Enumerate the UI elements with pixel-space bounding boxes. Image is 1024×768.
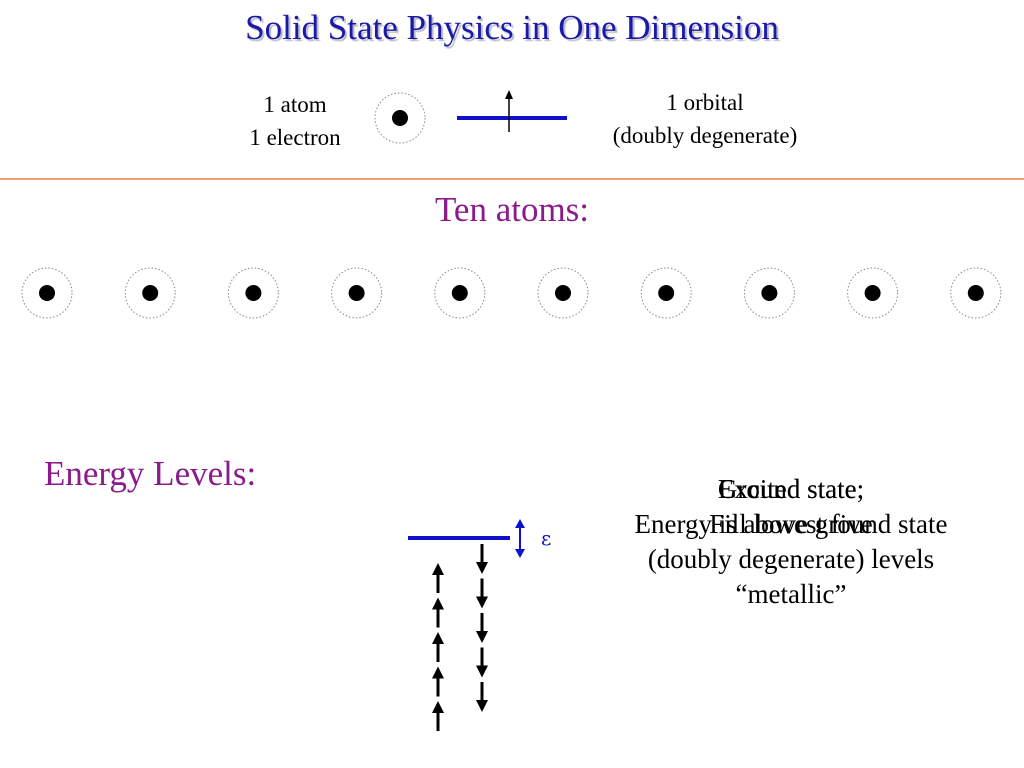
spin-down-arrow-1 <box>476 544 488 574</box>
epsilon-arrowhead-up <box>515 519 525 528</box>
epsilon-label: ε <box>541 526 551 550</box>
atom-nucleus-dot <box>967 285 984 301</box>
spin-up-arrows <box>432 563 444 731</box>
atom-7 <box>640 267 692 319</box>
atom-10 <box>950 267 1002 319</box>
state-line4-row: “metallic” <box>586 577 996 612</box>
atom-3 <box>227 267 279 319</box>
state-line4: “metallic” <box>735 579 847 609</box>
single-orbital <box>457 90 567 132</box>
spin-up-arrow-3 <box>432 632 444 662</box>
single-atom <box>374 92 426 144</box>
atom-orbit-outline <box>227 267 279 319</box>
ten-atom-row <box>21 267 1002 319</box>
atom-orbit-outline <box>21 267 73 319</box>
single-atom-label-line2: 1 electron <box>249 125 341 150</box>
atom-nucleus-dot <box>348 285 365 301</box>
spin-down-arrow-2 <box>476 578 488 609</box>
spin-down-arrows <box>476 544 488 712</box>
atom-nucleus-dot <box>39 285 55 301</box>
atom-nucleus-dot <box>245 285 262 301</box>
atom-orbit-outline <box>743 267 795 319</box>
spin-down-arrow-3 <box>476 613 488 643</box>
energy-levels-label: Energy Levels: <box>44 454 257 493</box>
atom-nucleus-dot <box>392 110 408 126</box>
atom-orbit-outline <box>640 267 692 319</box>
state-heading-row: Ground state: Excited state; <box>586 472 996 507</box>
excited-state-line: Energy is above ground state <box>634 509 948 539</box>
atom-orbit-outline <box>374 92 426 144</box>
excited-state-heading: Excited state; <box>717 474 865 504</box>
ground-state-line: Fill lowest five <box>709 509 873 539</box>
state-line3-row: (doubly degenerate) levels <box>586 542 996 577</box>
orbital-label: 1 orbital (doubly degenerate) <box>560 86 850 152</box>
orbital-label-line1: 1 orbital <box>666 90 744 115</box>
atom-nucleus-dot <box>864 285 881 301</box>
atom-orbit-outline <box>847 267 899 319</box>
atom-nucleus-dot <box>555 285 571 301</box>
spin-up-arrow-1 <box>432 563 444 593</box>
spin-up-arrow-4 <box>432 666 444 697</box>
state-line3: (doubly degenerate) levels <box>647 544 935 574</box>
state-line-row: Fill lowest five Energy is above ground … <box>586 507 996 542</box>
atom-1 <box>21 267 73 319</box>
orbital-electron-arrowhead <box>505 90 513 99</box>
atom-6 <box>537 267 589 319</box>
atom-nucleus-dot <box>658 285 675 301</box>
slide-title: Solid State Physics in One Dimension <box>245 8 779 47</box>
ground-state-heading: Ground state: <box>717 474 865 504</box>
energy-level-diagram: ε <box>408 519 551 731</box>
atom-orbit-outline <box>537 267 589 319</box>
atom-5 <box>434 267 486 319</box>
spin-down-arrow-5 <box>476 682 488 712</box>
atom-8 <box>743 267 795 319</box>
spin-up-arrow-2 <box>432 597 444 628</box>
atom-orbit-outline <box>331 267 383 319</box>
atom-nucleus-dot <box>142 285 159 301</box>
state-description: Ground state: Excited state; Fill lowest… <box>586 472 996 612</box>
atom-orbit-outline <box>124 267 176 319</box>
single-atom-label-line1: 1 atom <box>263 92 327 117</box>
epsilon-arrowhead-down <box>515 549 525 558</box>
ten-atoms-label: Ten atoms: <box>434 190 590 229</box>
single-atom-label: 1 atom 1 electron <box>200 88 390 154</box>
atom-nucleus-dot <box>451 285 468 301</box>
atom-9 <box>847 267 899 319</box>
atom-4 <box>331 267 383 319</box>
atom-orbit-outline <box>434 267 486 319</box>
atom-2 <box>124 267 176 319</box>
section-divider <box>0 178 1024 180</box>
spin-up-arrow-5 <box>432 701 444 731</box>
spin-down-arrow-4 <box>476 647 488 678</box>
atom-orbit-outline <box>950 267 1002 319</box>
atom-nucleus-dot <box>761 285 778 301</box>
orbital-label-line2: (doubly degenerate) <box>612 123 798 148</box>
